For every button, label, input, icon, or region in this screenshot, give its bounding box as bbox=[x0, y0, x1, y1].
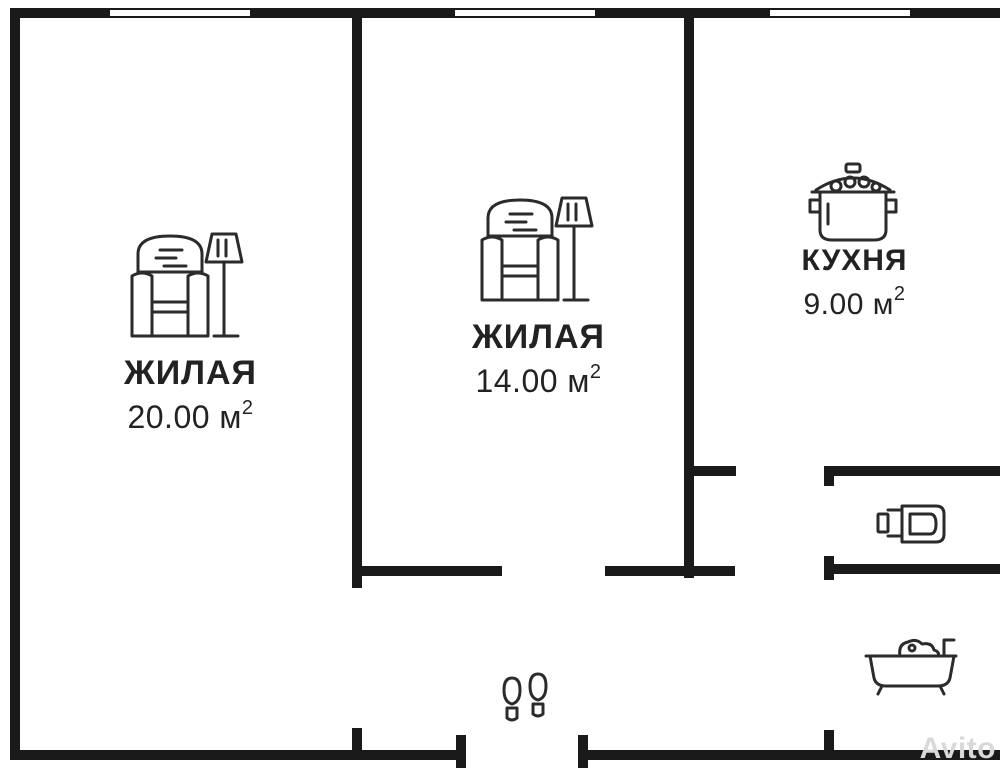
window-kitchen bbox=[770, 10, 910, 16]
window-living-large bbox=[110, 10, 250, 16]
window-living-small bbox=[455, 10, 595, 16]
wall-kitchen-bottom-left bbox=[684, 466, 736, 476]
room-name: ЖИЛАЯ bbox=[471, 318, 605, 356]
room-label-living-small: ЖИЛАЯ 14.00 м2 bbox=[436, 320, 641, 397]
windows bbox=[110, 10, 910, 16]
room-label-living-large: ЖИЛАЯ 20.00 м2 bbox=[88, 356, 293, 433]
room-label-kitchen: КУХНЯ 9.00 м2 bbox=[772, 246, 937, 320]
wall-living-divider-upper bbox=[352, 8, 362, 588]
room-name: КУХНЯ bbox=[801, 244, 908, 277]
footprints-icon bbox=[502, 672, 548, 722]
avito-watermark: Avito bbox=[919, 732, 996, 765]
cooking-pot-icon bbox=[808, 162, 898, 242]
armchair-lamp-icon bbox=[130, 232, 244, 338]
wall-bath-left-lower bbox=[824, 730, 834, 760]
room-area: 20.00 м2 bbox=[127, 397, 254, 435]
outer-wall-left bbox=[10, 8, 20, 760]
bathtub-icon bbox=[864, 638, 958, 696]
wall-living-small-bottom-right bbox=[605, 566, 735, 576]
room-area: 14.00 м2 bbox=[475, 361, 602, 399]
room-name: ЖИЛАЯ bbox=[123, 354, 257, 392]
wall-living-small-bottom-left bbox=[352, 566, 502, 576]
wall-wc-bath-divider bbox=[824, 564, 1000, 574]
outer-wall-bottom-right bbox=[585, 750, 1000, 760]
outer-wall-bottom-left bbox=[10, 750, 465, 760]
wall-kitchen-divider bbox=[684, 8, 694, 578]
toilet-icon bbox=[876, 504, 946, 544]
entrance-jamb-right bbox=[578, 735, 588, 768]
room-area: 9.00 м2 bbox=[803, 283, 906, 321]
wall-kitchen-bottom-right bbox=[824, 466, 1000, 476]
entrance-jamb-left bbox=[456, 735, 466, 768]
armchair-lamp-icon bbox=[480, 196, 594, 302]
wall-wc-left-upper bbox=[824, 466, 834, 486]
wall-living-divider-lower bbox=[352, 728, 362, 760]
